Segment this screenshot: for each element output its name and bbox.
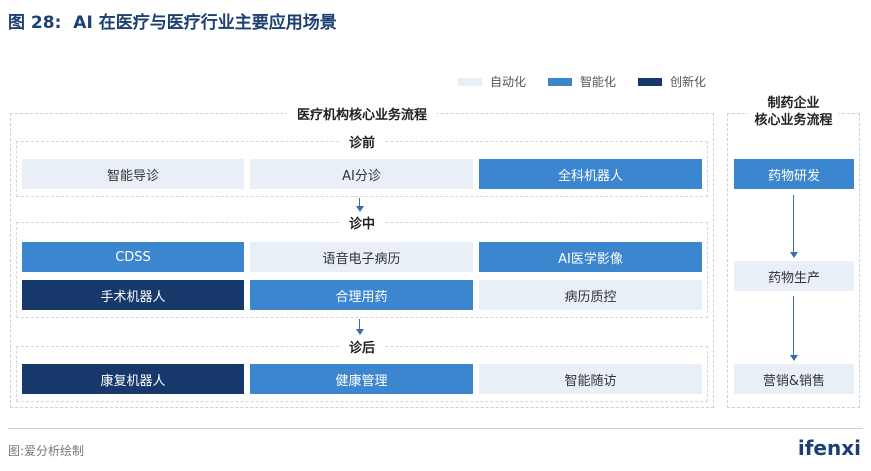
pharma-arrow-2 [790, 296, 798, 361]
legend-label-innov: 创新化 [670, 75, 707, 89]
scenario-health-mgmt: 健康管理 [250, 364, 473, 394]
footer-divider [8, 428, 863, 429]
pharma-arrow-1 [790, 195, 798, 258]
pharma-step-rd: 药物研发 [734, 159, 854, 189]
scenario-rehab-robot: 康复机器人 [22, 364, 244, 394]
legend: 自动化 智能化 创新化 [458, 73, 728, 90]
pharma-panel-title: 制药企业 核心业务流程 [727, 95, 860, 129]
scenario-surgical-robot: 手术机器人 [22, 280, 244, 310]
stage-arrow-1 [356, 198, 364, 212]
scenario-record-qc: 病历质控 [479, 280, 702, 310]
legend-item-innov: 创新化 [638, 73, 706, 90]
hospital-panel-title-wrap: 医疗机构核心业务流程 [10, 104, 714, 123]
legend-swatch-auto [458, 77, 482, 86]
figure-title-text: AI 在医疗与医疗行业主要应用场景 [73, 13, 337, 33]
legend-item-auto: 自动化 [458, 73, 526, 90]
legend-label-auto: 自动化 [490, 75, 527, 89]
legend-swatch-innov [638, 77, 663, 86]
scenario-voice-emr: 语音电子病历 [250, 242, 473, 272]
pharma-step-production: 药物生产 [734, 261, 854, 291]
legend-swatch-smart [548, 77, 573, 86]
stage-label-pre: 诊前 [340, 132, 384, 151]
stage-arrow-2 [356, 319, 364, 335]
scenario-cdss: CDSS [22, 242, 244, 272]
figure-number: 图 28: [8, 13, 62, 33]
source-note: 图:爱分析绘制 [8, 444, 85, 458]
pharma-title-line2: 核心业务流程 [748, 113, 839, 128]
legend-item-smart: 智能化 [548, 73, 616, 90]
scenario-smart-followup: 智能随访 [479, 364, 702, 394]
pharma-title-line1: 制药企业 [761, 96, 826, 111]
scenario-smart-guide: 智能导诊 [22, 159, 244, 189]
hospital-panel-title: 医疗机构核心业务流程 [286, 108, 437, 123]
scenario-rational-medication: 合理用药 [250, 280, 473, 310]
scenario-general-robot: 全科机器人 [479, 159, 702, 189]
scenario-ai-imaging: AI医学影像 [479, 242, 702, 272]
brand-logo: ifenxi [797, 436, 861, 460]
pharma-step-sales: 营销&销售 [734, 364, 854, 394]
stage-label-mid: 诊中 [340, 213, 384, 232]
scenario-ai-triage: AI分诊 [250, 159, 473, 189]
stage-label-post: 诊后 [340, 337, 384, 356]
figure-title: 图 28: AI 在医疗与医疗行业主要应用场景 [8, 8, 337, 33]
legend-label-smart: 智能化 [580, 75, 617, 89]
